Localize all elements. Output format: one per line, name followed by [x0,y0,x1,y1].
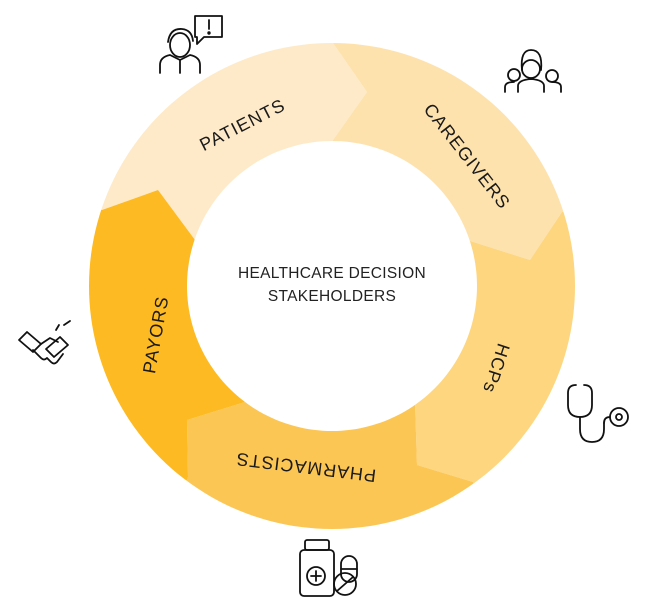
family-group-icon [504,49,562,93]
center-title-line1: HEALTHCARE DECISION [238,265,426,282]
pill-bottle-icon [299,539,358,597]
center-title-line2: STAKEHOLDERS [268,288,396,305]
patient-alert-icon [159,15,223,74]
segment-caregivers [332,43,576,286]
handshake-icon [18,320,71,365]
stethoscope-icon [567,384,629,443]
segment-pharmacists [150,286,510,530]
